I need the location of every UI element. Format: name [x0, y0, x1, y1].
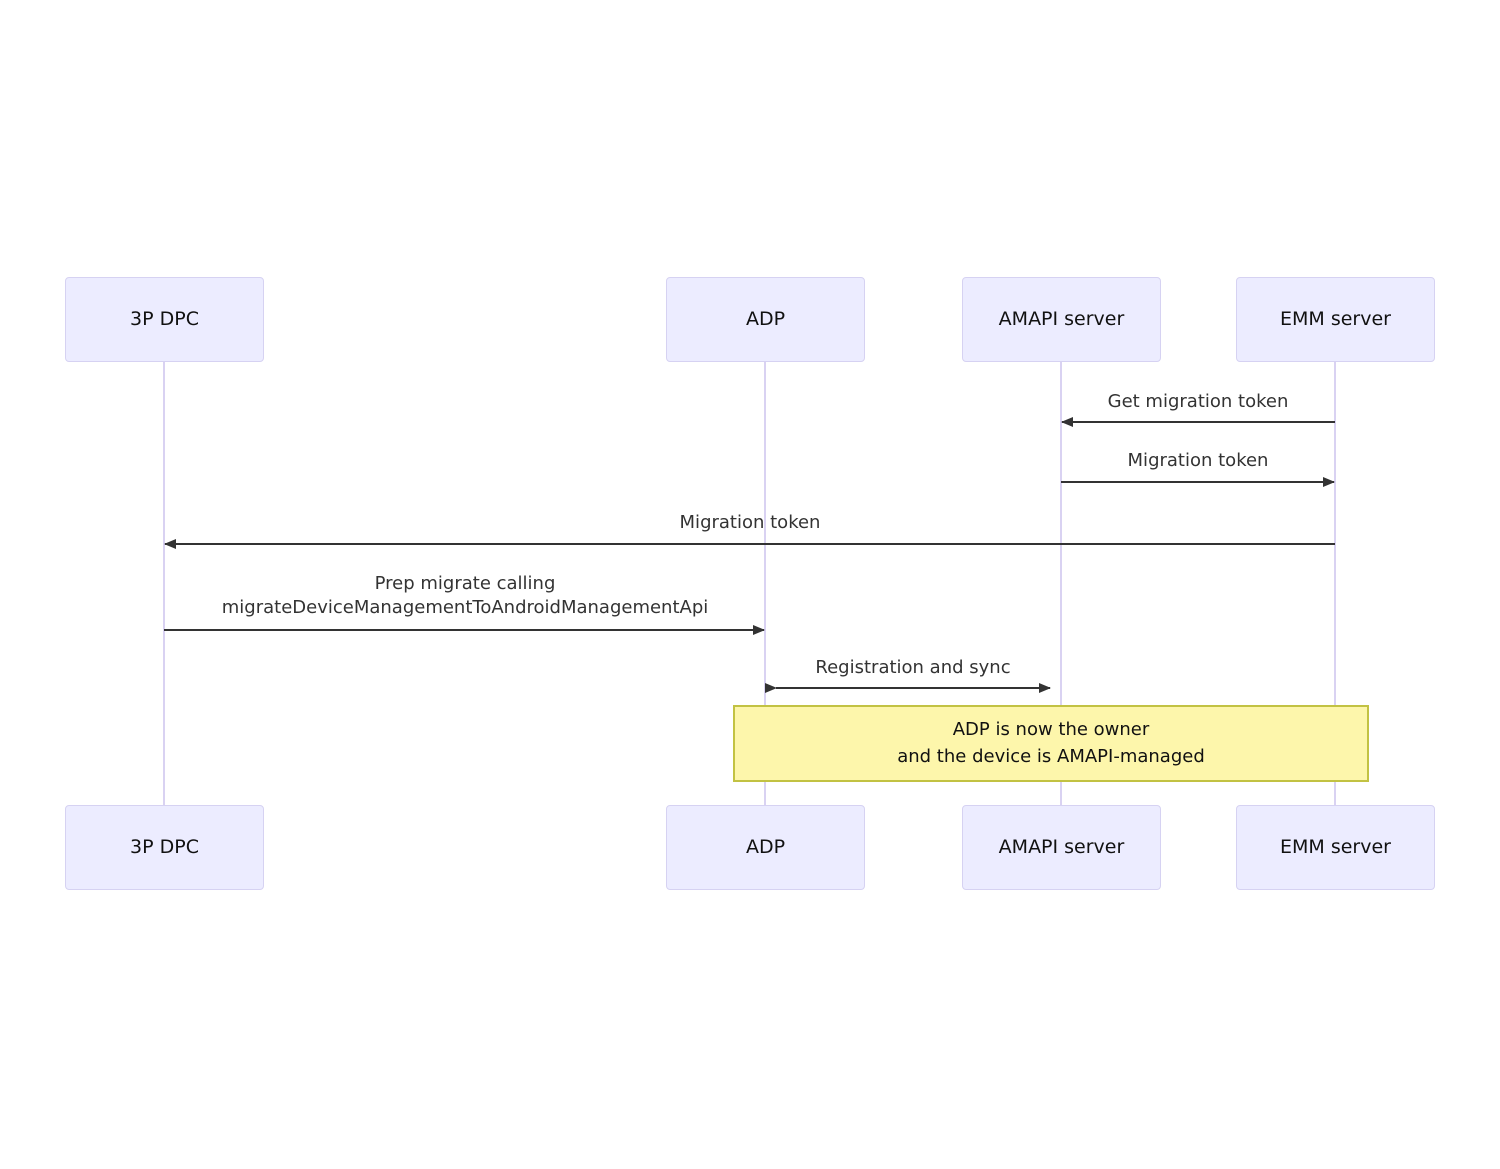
message-label-m2: Migration token [1127, 450, 1269, 471]
note-text: ADP is now the owner and the device is A… [897, 719, 1205, 767]
participant-adp-bottom: ADP [666, 805, 865, 890]
note-n1: ADP is now the owner and the device is A… [733, 705, 1369, 782]
participant-amapi-top: AMAPI server [962, 277, 1161, 362]
participant-dpc-bottom: 3P DPC [65, 805, 264, 890]
message-label-m5: Registration and sync [815, 657, 1011, 678]
participant-label: EMM server [1280, 836, 1391, 859]
message-label-m3: Migration token [679, 512, 821, 533]
message-label-m1: Get migration token [1107, 391, 1289, 412]
message-label-m4: Prep migrate calling migrateDeviceManage… [221, 573, 709, 619]
participant-amapi-bottom: AMAPI server [962, 805, 1161, 890]
participant-label: AMAPI server [998, 836, 1125, 859]
participant-emm-bottom: EMM server [1236, 805, 1435, 890]
message-arrow-group [164, 417, 1335, 693]
participant-label: ADP [745, 308, 786, 331]
participant-label: ADP [745, 836, 786, 859]
participant-label: AMAPI server [998, 308, 1125, 331]
participant-emm-top: EMM server [1236, 277, 1435, 362]
participant-adp-top: ADP [666, 277, 865, 362]
participant-dpc-top: 3P DPC [65, 277, 264, 362]
participant-label: 3P DPC [130, 836, 199, 859]
participant-label: 3P DPC [130, 308, 199, 331]
participant-label: EMM server [1280, 308, 1391, 331]
